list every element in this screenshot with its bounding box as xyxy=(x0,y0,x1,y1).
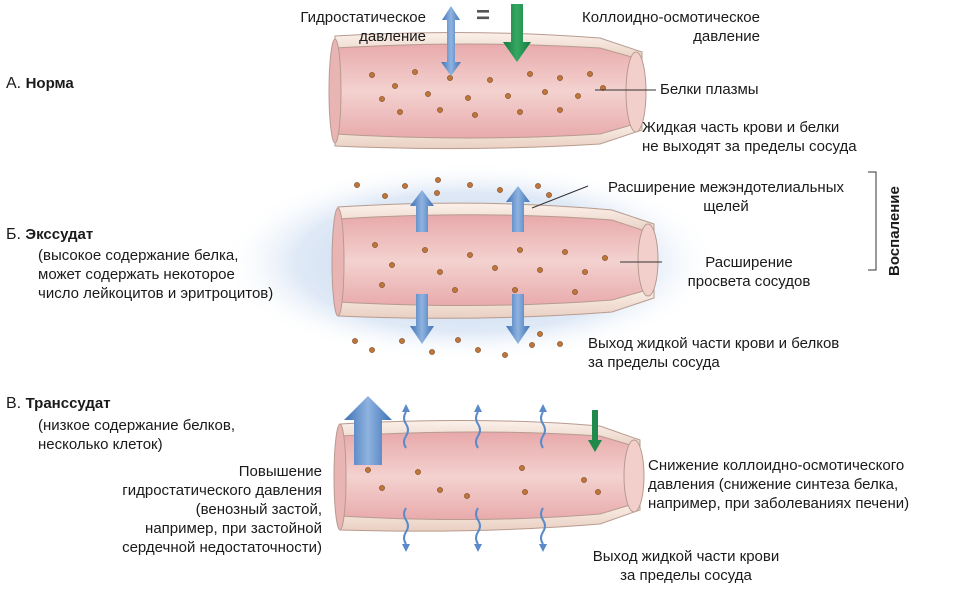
gap-widening-label: Расширение межэндотелиальных щелей xyxy=(608,179,844,215)
vessel-normal xyxy=(328,31,647,150)
section-c-letter: В. xyxy=(6,395,22,412)
colloid-pressure-label: Коллоидно-осмотическое давление xyxy=(581,9,760,45)
transudate-outflow-label: Выход жидкой части крови за пределы сосу… xyxy=(592,548,780,584)
exudate-up-arrow-1 xyxy=(410,190,434,232)
plasma-proteins-label: Белки плазмы xyxy=(660,81,759,98)
hydrostatic-pressure-label: Гидростатическое давление xyxy=(300,9,426,45)
colloid-small-arrow-c xyxy=(588,410,602,452)
normal-note-label: Жидкая часть крови и белки не выходят за… xyxy=(642,119,857,155)
section-a-name: Норма xyxy=(25,75,74,92)
exudate-outflow-label: Выход жидкой части крови и белков за пре… xyxy=(588,335,840,371)
colloid-arrow-a xyxy=(503,4,531,62)
plasma-proteins-c xyxy=(365,465,601,499)
section-b-heading: Б. Экссудат xyxy=(6,225,93,245)
equals-sign: = xyxy=(476,2,491,29)
fluid-wavy-arrows-c xyxy=(403,411,546,545)
section-c-heading: В. Транссудат xyxy=(6,394,111,414)
inflammation-bracket xyxy=(868,171,877,271)
hydrostatic-big-arrow-c xyxy=(344,396,392,465)
fluid-wavy-arrowheads-c xyxy=(402,404,547,552)
vessel-exudate xyxy=(331,202,659,319)
section-b-letter: Б. xyxy=(6,226,21,243)
exudate-down-arrow-1 xyxy=(410,294,434,344)
lumen-widening-label: Расширение просвета сосудов xyxy=(687,254,811,290)
hydrostatic-arrow-a xyxy=(441,6,461,76)
inflammation-label: Воспаление xyxy=(886,186,903,276)
exudate-down-arrow-2 xyxy=(506,294,530,344)
section-a-letter: А. xyxy=(6,75,22,92)
vessel-transudate xyxy=(333,419,645,532)
hydrostatic-increase-label: Повышение гидростатического давления (ве… xyxy=(122,463,322,556)
section-a-heading: А. Норма xyxy=(6,74,74,94)
colloid-decrease-label: Снижение коллоидно-осмотического давлени… xyxy=(648,457,910,512)
plasma-proteins-b xyxy=(352,177,608,358)
section-c-description: (низкое содержание белков, несколько кле… xyxy=(38,417,236,453)
exudate-up-arrow-2 xyxy=(506,186,530,232)
section-b-description: (высокое содержание белка, может содержа… xyxy=(38,247,274,302)
section-c-name: Транссудат xyxy=(25,395,111,412)
section-b-name: Экссудат xyxy=(25,226,94,243)
plasma-proteins-a xyxy=(369,69,606,118)
